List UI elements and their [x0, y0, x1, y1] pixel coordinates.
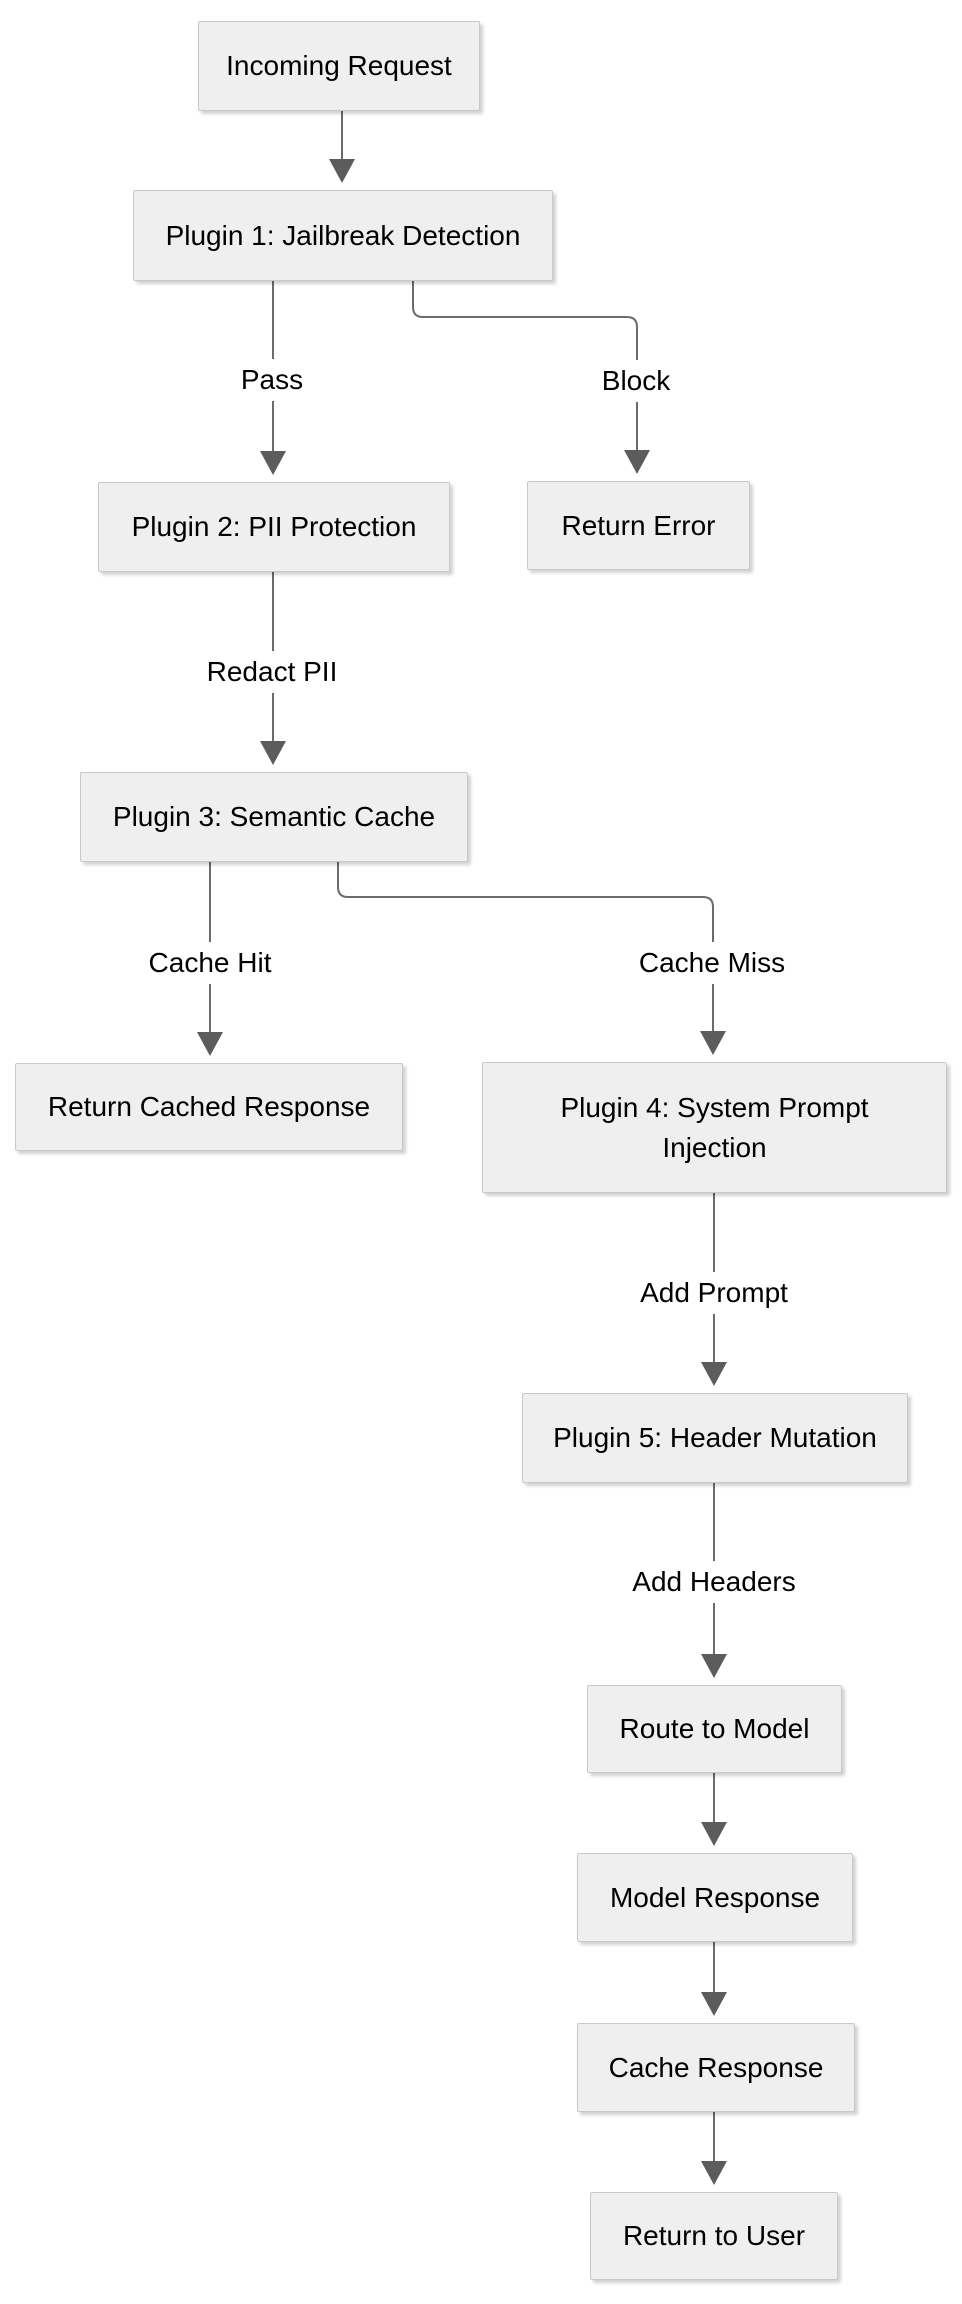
arrowhead-return-error — [624, 450, 650, 474]
node-plugin5-label: Plugin 5: Header Mutation — [553, 1422, 877, 1454]
node-model-response: Model Response — [577, 1853, 853, 1942]
node-model-response-label: Model Response — [609, 1881, 821, 1913]
edge-label-add-prompt: Add Prompt — [631, 1272, 797, 1314]
arrowhead-return-user — [701, 2161, 727, 2185]
edge-plugin1-to-return-error — [412, 281, 638, 450]
node-plugin1-jailbreak-detection: Plugin 1: Jailbreak Detection — [133, 190, 553, 281]
node-return-to-user-label: Return to User — [622, 2220, 806, 2252]
arrowhead-route — [701, 1654, 727, 1678]
arrowhead-plugin4 — [700, 1031, 726, 1055]
node-return-cached-response-label: Return Cached Response — [47, 1091, 371, 1123]
node-plugin5-header-mutation: Plugin 5: Header Mutation — [522, 1393, 908, 1483]
edge-label-add-headers: Add Headers — [623, 1561, 805, 1603]
edge-plugin3-to-plugin4 — [337, 862, 714, 1031]
arrowhead-plugin1 — [329, 159, 355, 183]
node-plugin4-label: Plugin 4: System Prompt Injection — [560, 1092, 869, 1163]
node-incoming-request-label: Incoming Request — [226, 50, 452, 82]
node-plugin4-system-prompt-injection: Plugin 4: System Prompt Injection — [482, 1062, 947, 1193]
node-route-to-model-label: Route to Model — [619, 1713, 810, 1745]
node-plugin2-pii-protection: Plugin 2: PII Protection — [98, 482, 450, 572]
arrowhead-plugin5 — [701, 1362, 727, 1386]
node-return-error-label: Return Error — [561, 509, 716, 541]
node-return-to-user: Return to User — [590, 2192, 838, 2280]
arrowhead-plugin2 — [260, 451, 286, 475]
node-plugin3-semantic-cache: Plugin 3: Semantic Cache — [80, 772, 468, 862]
node-return-error: Return Error — [527, 481, 750, 570]
node-return-cached-response: Return Cached Response — [15, 1063, 403, 1151]
arrowhead-return-cached — [197, 1032, 223, 1056]
node-incoming-request: Incoming Request — [198, 21, 480, 111]
edge-label-pass: Pass — [231, 359, 313, 401]
arrowhead-model-response — [701, 1822, 727, 1846]
edge-label-cache-hit: Cache Hit — [139, 942, 281, 984]
arrowhead-plugin3 — [260, 741, 286, 765]
node-cache-response: Cache Response — [577, 2023, 855, 2112]
edge-label-cache-miss: Cache Miss — [629, 942, 795, 984]
node-cache-response-label: Cache Response — [608, 2051, 824, 2083]
node-plugin3-label: Plugin 3: Semantic Cache — [112, 801, 436, 833]
node-plugin2-label: Plugin 2: PII Protection — [131, 511, 417, 543]
edge-label-redact-pii: Redact PII — [197, 651, 347, 693]
arrowhead-cache-response — [701, 1992, 727, 2016]
node-route-to-model: Route to Model — [587, 1685, 842, 1773]
node-plugin1-label: Plugin 1: Jailbreak Detection — [165, 219, 521, 251]
edge-label-block: Block — [592, 360, 680, 402]
